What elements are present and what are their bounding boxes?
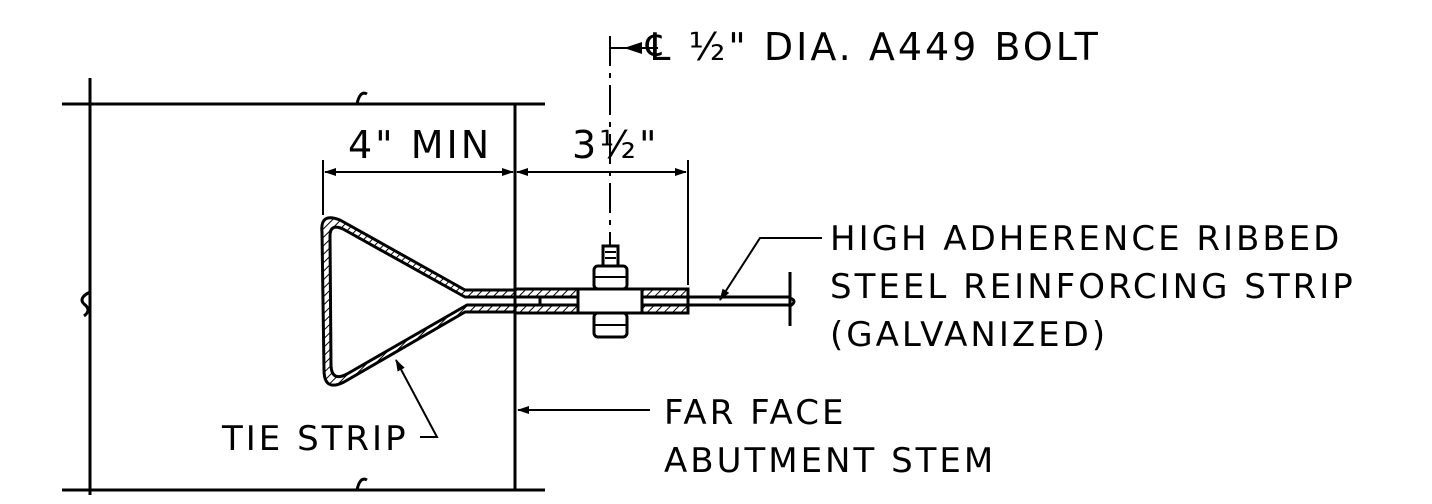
bolt-thread-end [601,244,620,268]
top-break-symbol [355,91,368,105]
far-face-label-line1: FAR FACE [664,393,846,433]
dimensions [322,160,689,285]
tie-strip-leader [395,359,439,438]
strip-label-line2: STEEL REINFORCING STRIP [830,267,1356,307]
leaders [395,237,822,438]
strip-break-symbol [789,296,796,308]
strip-label-line3: (GALVANIZED) [830,315,1108,355]
strip-label-line1: HIGH ADHERENCE RIBBED [830,219,1342,259]
bolt-assembly [576,244,644,339]
bottom-break-symbol [355,477,368,491]
tie-strip-body [320,216,517,387]
left-break-symbol [80,290,91,318]
bolt-label: ℄ ½" DIA. A449 BOLT [645,25,1101,69]
far-face-label-line2: ABUTMENT STEM [664,441,996,481]
dim-label-3-5in: 3½" [572,123,660,167]
strip-leader [719,237,822,301]
centerline-arrowhead [624,42,642,54]
bolt-centerline [609,36,658,250]
dim-label-4in: 4" MIN [348,123,492,167]
tie-strip-label: TIE STRIP [221,419,409,459]
washer-plate [576,287,644,315]
